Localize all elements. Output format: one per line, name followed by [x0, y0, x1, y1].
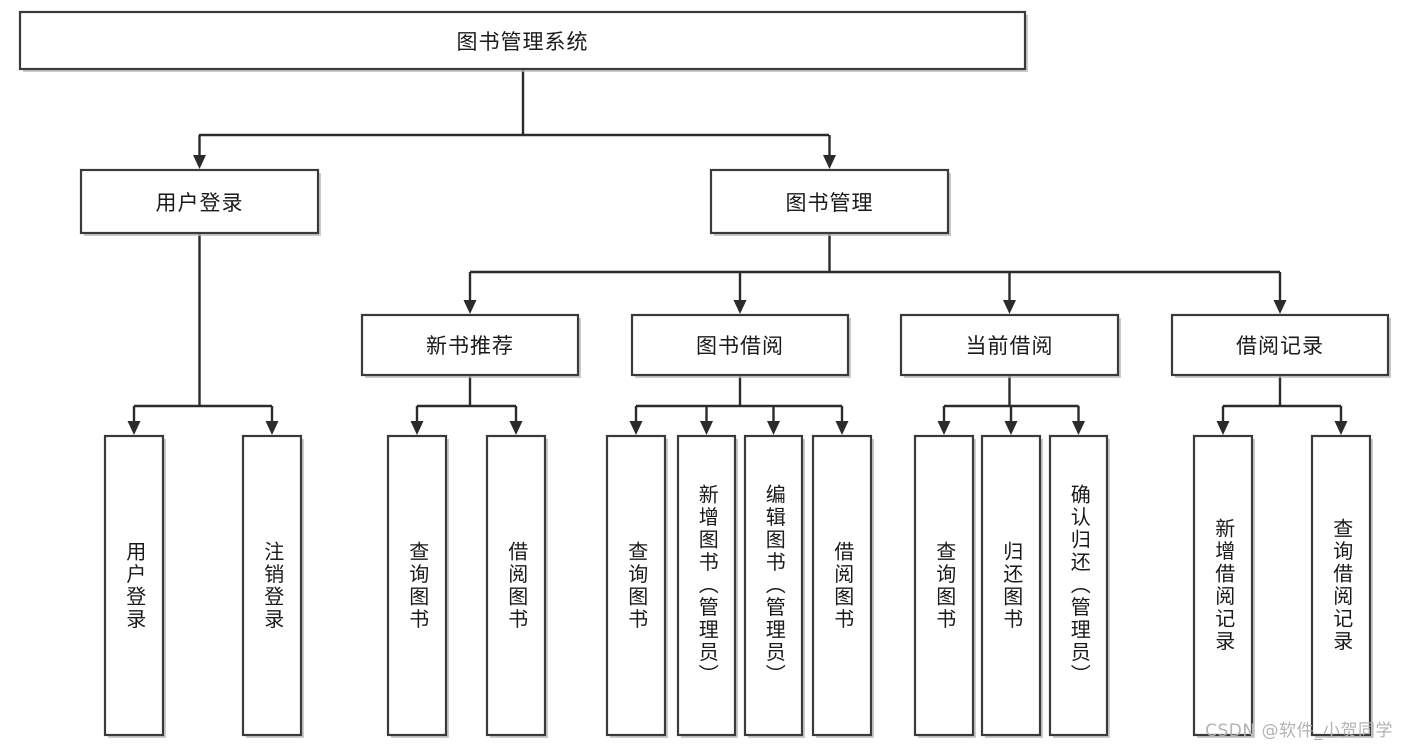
node-box-leaf-confirm-return[interactable]	[1048, 434, 1109, 737]
arrowhead	[509, 421, 523, 435]
boxes-layer	[18, 10, 1391, 738]
node-box-leaf-query-book-2[interactable]	[605, 434, 667, 737]
arrowhead	[700, 421, 713, 435]
arrowhead	[629, 421, 643, 435]
node-box-book-borrow[interactable]	[630, 313, 850, 377]
arrowhead	[733, 300, 747, 314]
node-box-leaf-query-book-1[interactable]	[386, 434, 448, 737]
node-box-book-manage[interactable]	[709, 168, 950, 235]
arrowhead	[823, 155, 836, 169]
node-box-leaf-user-login[interactable]	[103, 434, 165, 737]
node-box-current-borrow[interactable]	[899, 313, 1120, 377]
node-box-leaf-edit-book[interactable]	[743, 434, 804, 737]
arrowhead	[127, 421, 141, 435]
arrowhead	[937, 421, 951, 435]
arrowhead	[1334, 421, 1348, 435]
node-box-leaf-user-logout[interactable]	[241, 434, 303, 737]
arrowhead	[1072, 421, 1085, 435]
arrowhead	[193, 155, 206, 169]
node-box-leaf-borrow-book-2[interactable]	[811, 434, 873, 737]
arrowhead	[265, 421, 279, 435]
node-box-leaf-query-book-3[interactable]	[913, 434, 975, 737]
arrowhead	[410, 421, 424, 435]
node-box-user-login[interactable]	[79, 168, 320, 235]
node-box-leaf-add-book[interactable]	[676, 434, 737, 737]
arrowhead	[767, 421, 780, 435]
arrowhead	[835, 421, 849, 435]
arrowhead	[1216, 421, 1230, 435]
arrowhead	[1004, 421, 1018, 435]
arrowhead	[1003, 300, 1016, 314]
node-box-leaf-return-book[interactable]	[980, 434, 1042, 737]
node-box-leaf-query-record[interactable]	[1310, 434, 1372, 737]
edges-layer	[127, 69, 1348, 435]
node-box-borrow-record[interactable]	[1170, 313, 1390, 377]
arrowhead	[1273, 300, 1287, 314]
node-box-new-book-rec[interactable]	[360, 313, 580, 377]
node-box-root[interactable]	[18, 10, 1027, 71]
arrowhead	[463, 300, 477, 314]
node-box-leaf-add-record[interactable]	[1192, 434, 1254, 737]
node-box-leaf-borrow-book-1[interactable]	[485, 434, 547, 737]
watermark-text: CSDN @软件_小贺同学	[1205, 721, 1393, 741]
